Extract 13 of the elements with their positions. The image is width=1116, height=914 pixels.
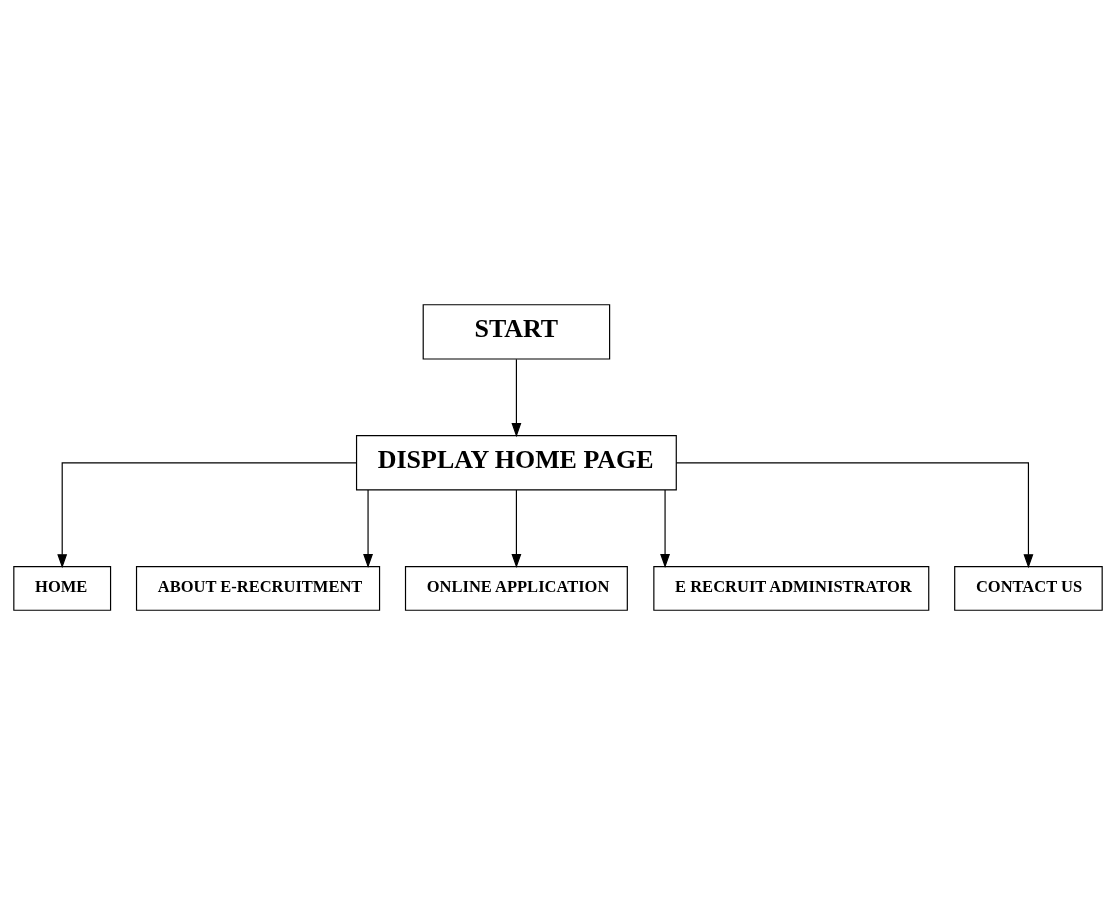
arrow xyxy=(660,489,671,568)
arrow xyxy=(511,358,522,437)
node-box: ABOUT E-RECRUITMENT xyxy=(135,565,381,611)
arrow xyxy=(511,489,522,568)
arrow xyxy=(363,489,374,568)
node-box: ONLINE APPLICATION xyxy=(404,565,628,611)
arrow xyxy=(675,461,1034,568)
node-box: START xyxy=(422,303,611,360)
node-box: HOME xyxy=(13,565,112,611)
arrow xyxy=(57,461,357,568)
node-box: DISPLAY HOME PAGE xyxy=(355,434,677,491)
node-box: CONTACT US xyxy=(954,565,1103,611)
node-box: E RECRUIT ADMINISTRATOR xyxy=(653,565,930,611)
